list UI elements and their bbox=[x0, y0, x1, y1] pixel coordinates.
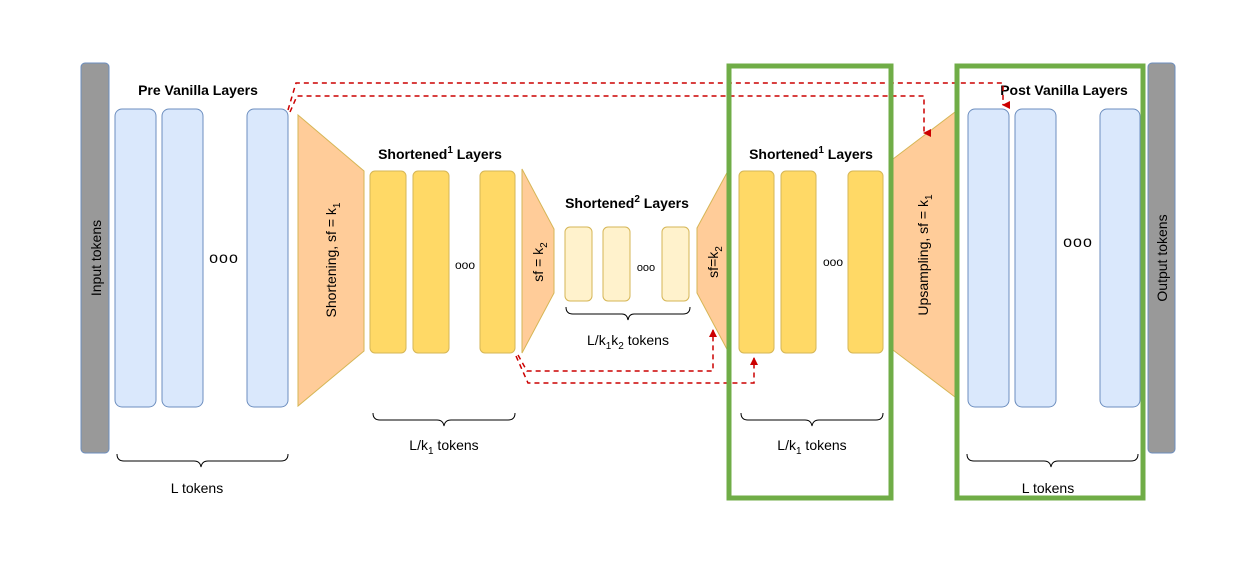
shortened2-layer bbox=[602, 226, 631, 302]
skip-connection-s1-to-s1-right bbox=[515, 355, 758, 384]
pre-vanilla-brace bbox=[116, 453, 289, 468]
pre-vanilla-ellipsis: ooo bbox=[209, 250, 239, 267]
output-tokens-bar: Output tokens bbox=[1147, 62, 1176, 454]
shortened2-title: Shortened2 Layers bbox=[565, 194, 689, 211]
shortened1-right-ellipsis: ooo bbox=[823, 255, 843, 269]
pre-vanilla-layer bbox=[161, 108, 204, 408]
post-vanilla-layers: ooo bbox=[967, 108, 1141, 408]
shortened1-layer bbox=[780, 170, 817, 354]
shortening-label: Shortening, sf = k1 bbox=[323, 202, 343, 317]
post-vanilla-title: Post Vanilla Layers bbox=[1000, 82, 1128, 98]
shortened1-left-brace bbox=[372, 412, 516, 427]
shortened1-layer bbox=[479, 170, 516, 354]
shortened2-layers: ooo bbox=[564, 226, 690, 302]
shortened2-brace bbox=[565, 306, 691, 321]
skip-connection-pre-to-post bbox=[287, 82, 1010, 111]
pre-vanilla-title: Pre Vanilla Layers bbox=[138, 82, 258, 98]
skip-connection-s1-to-upsampling2 bbox=[517, 329, 717, 372]
post-vanilla-layer bbox=[1014, 108, 1057, 408]
shortened1-right-layers: ooo bbox=[738, 170, 884, 354]
upsampling2-label: sf=k2 bbox=[705, 246, 725, 278]
input-tokens-bar: Input tokens bbox=[80, 62, 110, 454]
shortening-block bbox=[297, 113, 365, 408]
shortened2-layer bbox=[661, 226, 690, 302]
shortened1-left-brace-label: L/k1 tokens bbox=[409, 437, 478, 457]
highlight-box-shortened1-right bbox=[726, 63, 894, 501]
post-vanilla-ellipsis: ooo bbox=[1063, 234, 1093, 251]
shortened1-left-title: Shortened1 Layers bbox=[378, 145, 502, 162]
highlight-box-post-vanilla bbox=[954, 63, 1146, 501]
output-tokens-label: Output tokens bbox=[1154, 214, 1170, 301]
shortened1-right-brace-label: L/k1 tokens bbox=[777, 437, 846, 457]
shortening2-label: sf = k2 bbox=[530, 242, 550, 282]
shortening2-block bbox=[521, 168, 555, 354]
pre-vanilla-brace-label: L tokens bbox=[171, 480, 223, 496]
post-vanilla-brace-label: L tokens bbox=[1022, 480, 1074, 496]
shortened2-ellipsis: ooo bbox=[637, 262, 655, 274]
post-vanilla-layer bbox=[967, 108, 1010, 408]
pre-vanilla-layer bbox=[246, 108, 289, 408]
pre-vanilla-layer bbox=[114, 108, 157, 408]
skip-connection-pre-to-upsampling bbox=[289, 95, 931, 137]
pre-vanilla-layers: ooo bbox=[114, 108, 289, 408]
shortened1-layer bbox=[369, 170, 407, 354]
upsampling-label: Upsampling, sf = k1 bbox=[915, 194, 935, 316]
shortened1-layer bbox=[412, 170, 450, 354]
input-tokens-label: Input tokens bbox=[88, 220, 104, 296]
shortened1-layer bbox=[738, 170, 775, 354]
post-vanilla-layer bbox=[1099, 108, 1141, 408]
shortened1-layer bbox=[847, 170, 884, 354]
shortened1-right-brace bbox=[740, 412, 884, 427]
shortened1-left-layers: ooo bbox=[369, 170, 516, 354]
shortened1-left-ellipsis: ooo bbox=[455, 258, 475, 272]
shortened2-brace-label: L/k1k2 tokens bbox=[587, 332, 669, 352]
post-vanilla-brace bbox=[966, 453, 1139, 468]
shortened1-right-title: Shortened1 Layers bbox=[749, 145, 873, 162]
shortened2-layer bbox=[564, 226, 593, 302]
